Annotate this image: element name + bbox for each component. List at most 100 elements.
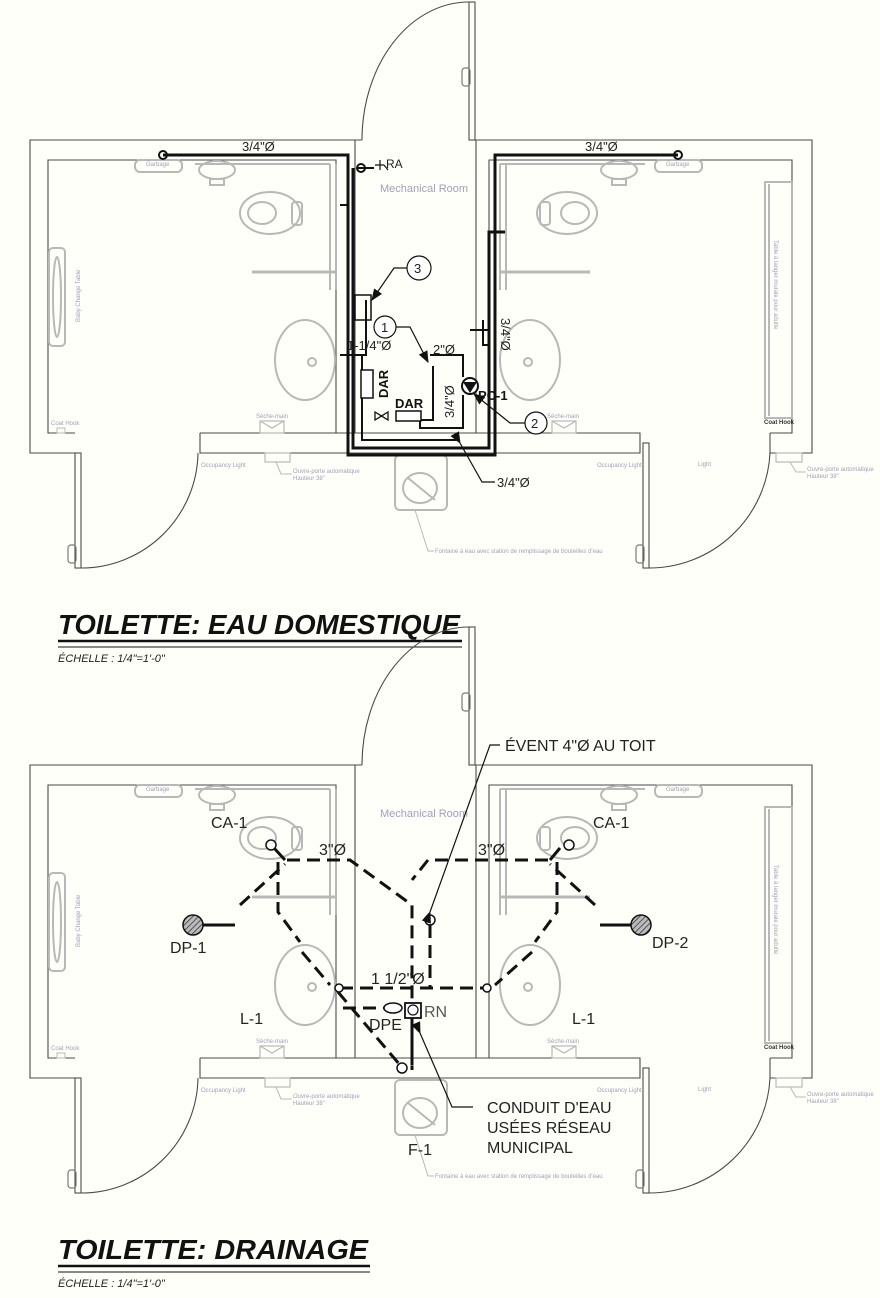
sewer-label-line3: MUNICIPAL: [487, 1140, 573, 1157]
occupancy-light-label: Occupancy Light: [597, 1088, 642, 1094]
pipe-size-3-left: 3"Ø: [319, 842, 346, 859]
ra-label: RA: [386, 157, 403, 171]
drawing-scale: ÉCHELLE : 1/4"=1'-0": [58, 652, 166, 665]
door-right: [635, 442, 771, 569]
l1-left-label: L-1: [240, 1011, 263, 1028]
baby-change-table-label: Baby Change Table: [76, 894, 82, 947]
pump-pc1-icon: [461, 377, 479, 395]
svg-text:1: 1: [381, 320, 388, 335]
ca1-right-label: CA-1: [593, 815, 630, 832]
svg-text:3: 3: [414, 261, 421, 276]
drawing-title: TOILETTE: EAU DOMESTIQUE: [58, 609, 461, 640]
garbage-label: Garbage: [666, 162, 690, 168]
adult-change-table-label: Table à langer murale pour adulte: [772, 240, 778, 330]
sewer-label-line1: CONDUIT D'EAU: [487, 1100, 612, 1117]
sink-left: [274, 944, 336, 1026]
dar-horizontal-label: DAR: [395, 396, 424, 411]
vent-icon: [424, 914, 436, 926]
valve-icon: [374, 410, 389, 422]
occupancy-light-label: Occupancy Light: [201, 463, 246, 469]
pipe-size-1-1-2: 1 1/2"Ø: [371, 971, 425, 988]
coat-hook-label: Coat Hook: [51, 421, 80, 427]
coat-hook-label: Coat Hook: [764, 420, 795, 426]
toilet-right: [536, 816, 598, 860]
toilet-right: [536, 191, 598, 235]
door-opener-height: Hauteur 38": [293, 476, 325, 482]
door-opener-height: Hauteur 38": [807, 1099, 839, 1105]
light-label: Light: [698, 1087, 711, 1093]
dp2-label: DP-2: [652, 935, 689, 952]
hand-dryer-label: Sèche-main: [547, 414, 579, 420]
dar-vertical-label: DAR: [376, 369, 391, 398]
f1-label: F-1: [408, 1142, 432, 1159]
garbage-label: Garbage: [666, 787, 690, 793]
fixtures-right-room: Garbage Table à langer murale pour adult…: [499, 159, 874, 480]
fountain-label: Fontaine à eau avec station de remplissa…: [435, 1174, 603, 1180]
fixtures-left-room: Garbage Baby Change Table Coat Hook Sèch…: [48, 784, 360, 1107]
door-mechanical-room: [361, 626, 476, 766]
ca1-left-label: CA-1: [211, 815, 248, 832]
water-fountain: Fontaine à eau avec station de remplissa…: [394, 1079, 603, 1180]
pipe-size-3-4-right: 3/4"Ø: [498, 318, 513, 351]
occupancy-light-label: Occupancy Light: [201, 1088, 246, 1094]
balloon-1: 1: [373, 315, 429, 364]
pipe-size-3-right: 3"Ø: [478, 842, 505, 859]
pipe-size-1-1-4: 1-1/4"Ø: [347, 338, 391, 353]
door-mechanical-room: [361, 1, 476, 141]
title-block-drainage: TOILETTE: DRAINAGE ÉCHELLE : 1/4"=1'-0": [58, 1234, 370, 1290]
sewer-label-line2: USÉES RÉSEAU: [487, 1118, 611, 1137]
pipe-size-2: 2"Ø: [433, 342, 455, 357]
toilet-left: [239, 816, 301, 860]
fountain-label: Fontaine à eau avec station de remplissa…: [435, 549, 603, 555]
pipe-size-3-4-vertical: 3/4"Ø: [442, 385, 457, 418]
balloon-3: 3: [371, 255, 432, 301]
pump-label: PC-1: [478, 388, 508, 403]
l1-right-label: L-1: [572, 1011, 595, 1028]
door-left: [67, 452, 199, 569]
floor-plan-drainage: Garbage Baby Change Table Coat Hook Sèch…: [29, 626, 874, 1194]
sink-right: [499, 944, 561, 1026]
baby-change-table: [48, 872, 66, 972]
balloon-2: 2: [473, 393, 548, 435]
door-opener-height: Hauteur 38": [293, 1101, 325, 1107]
sink-right: [499, 319, 561, 401]
sink-left: [274, 319, 336, 401]
floor-drain-dp1-icon: [182, 914, 204, 936]
hand-dryer-label: Sèche-main: [256, 1039, 288, 1045]
dpe-icon: [383, 1002, 403, 1014]
dar-horizontal-device: [395, 410, 422, 422]
drainage-piping: ÉVENT 4"Ø AU TOIT CA-1 CA-1 3"Ø 3"Ø DP-1…: [170, 736, 689, 1159]
garbage-label: Garbage: [146, 162, 170, 168]
hand-dryer-label: Sèche-main: [256, 414, 288, 420]
svg-text:2: 2: [531, 416, 538, 431]
adult-change-table-label: Table à langer murale pour adulte: [772, 865, 778, 955]
garbage-label: Garbage: [146, 787, 170, 793]
door-opener-label: Ouvre-porte automatique: [807, 467, 874, 473]
dar-vertical-device: [360, 369, 374, 399]
coat-hook-label: Coat Hook: [51, 1046, 80, 1052]
door-right: [635, 1067, 771, 1194]
door-opener-label: Ouvre-porte automatique: [293, 1094, 360, 1100]
dp1-label: DP-1: [170, 940, 207, 957]
adult-change-table: [764, 181, 793, 419]
vent-label: ÉVENT 4"Ø AU TOIT: [505, 736, 656, 755]
mechanical-room-label: Mechanical Room: [380, 808, 468, 820]
domestic-water-piping: 3 1 2 3/4"Ø 3/4"Ø RA 1-1/4"Ø 2"Ø DAR DAR…: [158, 139, 683, 490]
fixtures-right-room: Garbage Table à langer murale pour adult…: [499, 784, 874, 1105]
door-opener-height: Hauteur 38": [807, 474, 839, 480]
coat-hook-label: Coat Hook: [764, 1045, 795, 1051]
fixtures-left-room: Garbage Baby Change Table Coat Hook Sèch…: [48, 159, 360, 482]
mechanical-room-label: Mechanical Room: [380, 183, 468, 195]
door-opener-label: Ouvre-porte automatique: [293, 469, 360, 475]
floor-plan-domestic: Garbage Baby Change Table Coat Hook Sèch…: [29, 1, 874, 569]
title-block-domestic: TOILETTE: EAU DOMESTIQUE ÉCHELLE : 1/4"=…: [58, 609, 462, 665]
dpe-label: DPE: [369, 1017, 402, 1034]
adult-change-table: [764, 806, 793, 1044]
baby-change-table: [48, 247, 66, 347]
drawing-scale: ÉCHELLE : 1/4"=1'-0": [58, 1277, 166, 1290]
pipe-size-3-4-bottom: 3/4"Ø: [497, 475, 530, 490]
fixture-3-box: [354, 294, 372, 321]
door-opener-label: Ouvre-porte automatique: [807, 1092, 874, 1098]
floor-drain-dp2-icon: [630, 914, 652, 936]
